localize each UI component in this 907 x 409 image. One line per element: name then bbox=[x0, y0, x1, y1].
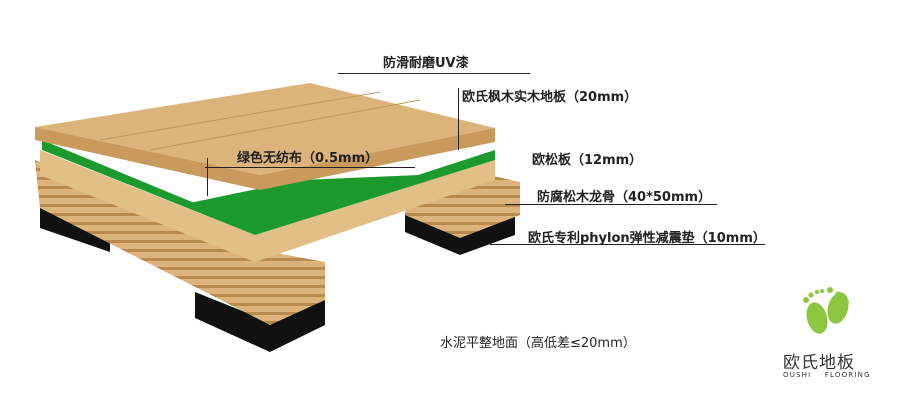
left-pad-front bbox=[195, 292, 325, 352]
label-joist: 防腐松木龙骨（40*50mm） bbox=[537, 190, 712, 205]
leader-line bbox=[490, 244, 765, 245]
label-osb: 欧松板（12mm） bbox=[532, 153, 643, 168]
label-ground: 水泥平整地面（高低差≤20mm） bbox=[440, 336, 636, 351]
logo-text-en: OUSHI FLOORING bbox=[783, 371, 871, 379]
label-pad: 欧氏专利phylon弹性减震垫（10mm） bbox=[528, 231, 766, 246]
leader-line bbox=[205, 167, 415, 168]
label-nonwoven: 绿色无纺布（0.5mm） bbox=[237, 151, 379, 166]
leader-line bbox=[505, 204, 717, 205]
leader-line bbox=[338, 73, 530, 74]
leader-line bbox=[207, 158, 208, 196]
label-solid-wood: 欧氏枫木实木地板（20mm） bbox=[462, 90, 638, 105]
green-visible bbox=[180, 175, 420, 230]
solid-wood-edge bbox=[35, 127, 495, 190]
leader-line bbox=[458, 88, 459, 150]
logo-text-cn: 欧氏地板 bbox=[783, 353, 855, 373]
label-uv-coating: 防滑耐磨UV漆 bbox=[383, 56, 469, 71]
green-nonwoven bbox=[42, 140, 495, 235]
osb-layer bbox=[40, 150, 495, 262]
